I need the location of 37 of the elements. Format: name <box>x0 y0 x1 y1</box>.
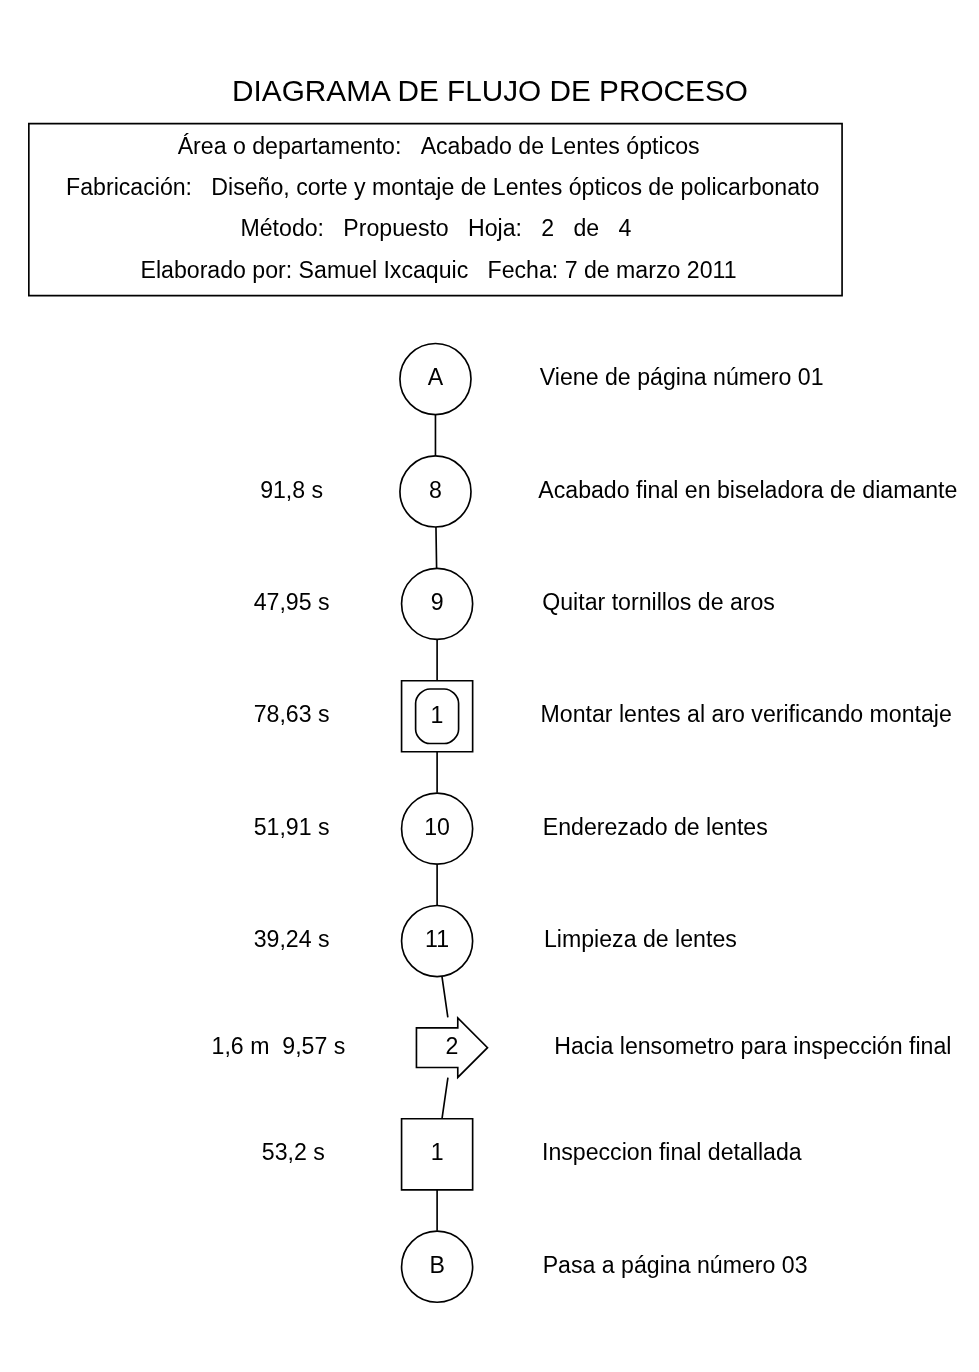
label: Método: Propuesto Hoja: 2 de 4 <box>239 214 631 241</box>
node-label: 51,91 s <box>253 813 330 840</box>
node-circle: 11 <box>400 904 473 977</box>
connector <box>440 1076 449 1119</box>
connector <box>435 1188 438 1232</box>
connector <box>440 975 449 1018</box>
connector <box>435 862 438 906</box>
connector <box>435 638 438 681</box>
node-label: Montar lentes al aro verificando montaje <box>540 700 952 727</box>
node-label: Quitar tornillos de aros <box>541 588 775 615</box>
label: Área o departamento: Acabado de Lentes ópticos <box>177 132 700 159</box>
node-label: 78,63 s <box>253 700 330 727</box>
label: Fabricación: Diseño, corte y montaje de Lentes ópticos de policarbonato <box>65 173 819 200</box>
node-label: 47,95 s <box>253 588 330 615</box>
node-label: 39,24 s <box>253 925 330 952</box>
node-box: 1 <box>400 679 473 753</box>
label: Elaborado por: Samuel Ixcaquic Fecha: 7 de marzo 2011 <box>139 256 737 283</box>
diagram-title: DIAGRAMA DE FLUJO DE PROCESO <box>231 73 748 107</box>
connector <box>434 525 437 569</box>
node-label: Limpieza de lentes <box>543 925 737 952</box>
node-label: Hacia lensometro para inspección final <box>553 1032 951 1059</box>
node-circle: B <box>400 1229 473 1303</box>
node-circle: 9 <box>400 567 473 640</box>
connector <box>435 750 438 794</box>
node-label: 1,6 m 9,57 s <box>211 1032 345 1059</box>
node-label: Viene de página número 01 <box>539 363 824 390</box>
node-label: Pasa a página número 03 <box>542 1251 808 1278</box>
node-label: Inspeccion final detallada <box>541 1138 802 1165</box>
node-circle: 10 <box>400 791 473 865</box>
node-box: 1 <box>400 1117 473 1191</box>
node-label: Enderezado de lentes <box>542 813 768 840</box>
node-circle: A <box>398 342 472 415</box>
node-label: 53,2 s <box>261 1138 325 1165</box>
connector <box>434 413 436 456</box>
node-label: 91,8 s <box>259 476 323 503</box>
node-circle: 8 <box>398 454 472 528</box>
node-label: Acabado final en biseladora de diamante <box>537 476 957 503</box>
